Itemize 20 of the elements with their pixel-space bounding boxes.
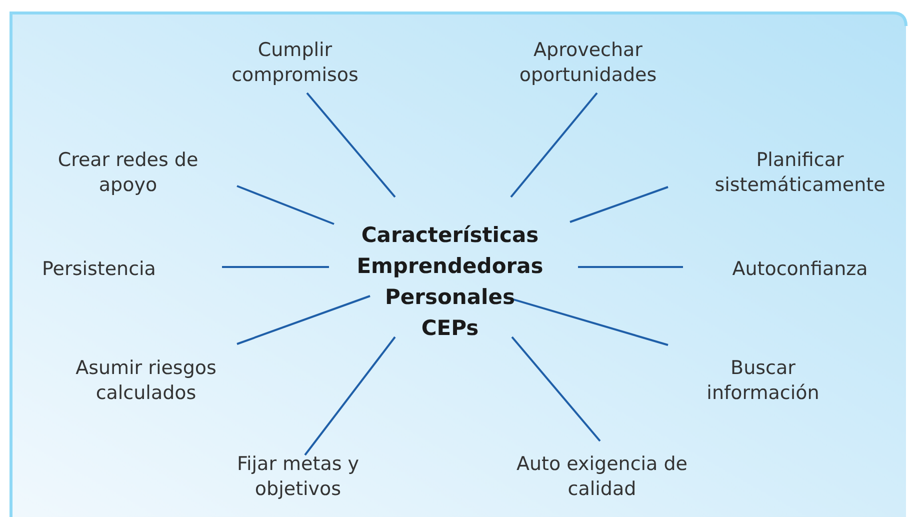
trait-label: Autoconfianza	[715, 256, 885, 282]
connector-line	[511, 336, 601, 442]
connector-line	[570, 186, 668, 223]
trait-label: Crear redes de apoyo	[48, 148, 208, 198]
connector-line	[236, 295, 370, 345]
trait-label: Cumplir compromisos	[210, 38, 380, 88]
trait-label: Asumir riesgos calculados	[46, 356, 246, 406]
connector-line	[578, 266, 683, 268]
connector-line	[236, 185, 334, 225]
central-title: Características Emprendedoras Personales CEPs	[355, 220, 545, 344]
connector-line	[306, 92, 396, 198]
connector-line	[304, 336, 396, 456]
trait-label: Planificar sistemáticamente	[700, 148, 900, 198]
trait-label: Aprovechar oportunidades	[488, 38, 688, 88]
trait-label: Persistencia	[24, 256, 174, 282]
connector-line	[222, 266, 329, 268]
trait-label: Buscar información	[678, 356, 848, 406]
connector-line	[510, 92, 598, 198]
trait-label: Auto exigencia de calidad	[502, 452, 702, 502]
trait-label: Fijar metas y objetivos	[213, 452, 383, 502]
